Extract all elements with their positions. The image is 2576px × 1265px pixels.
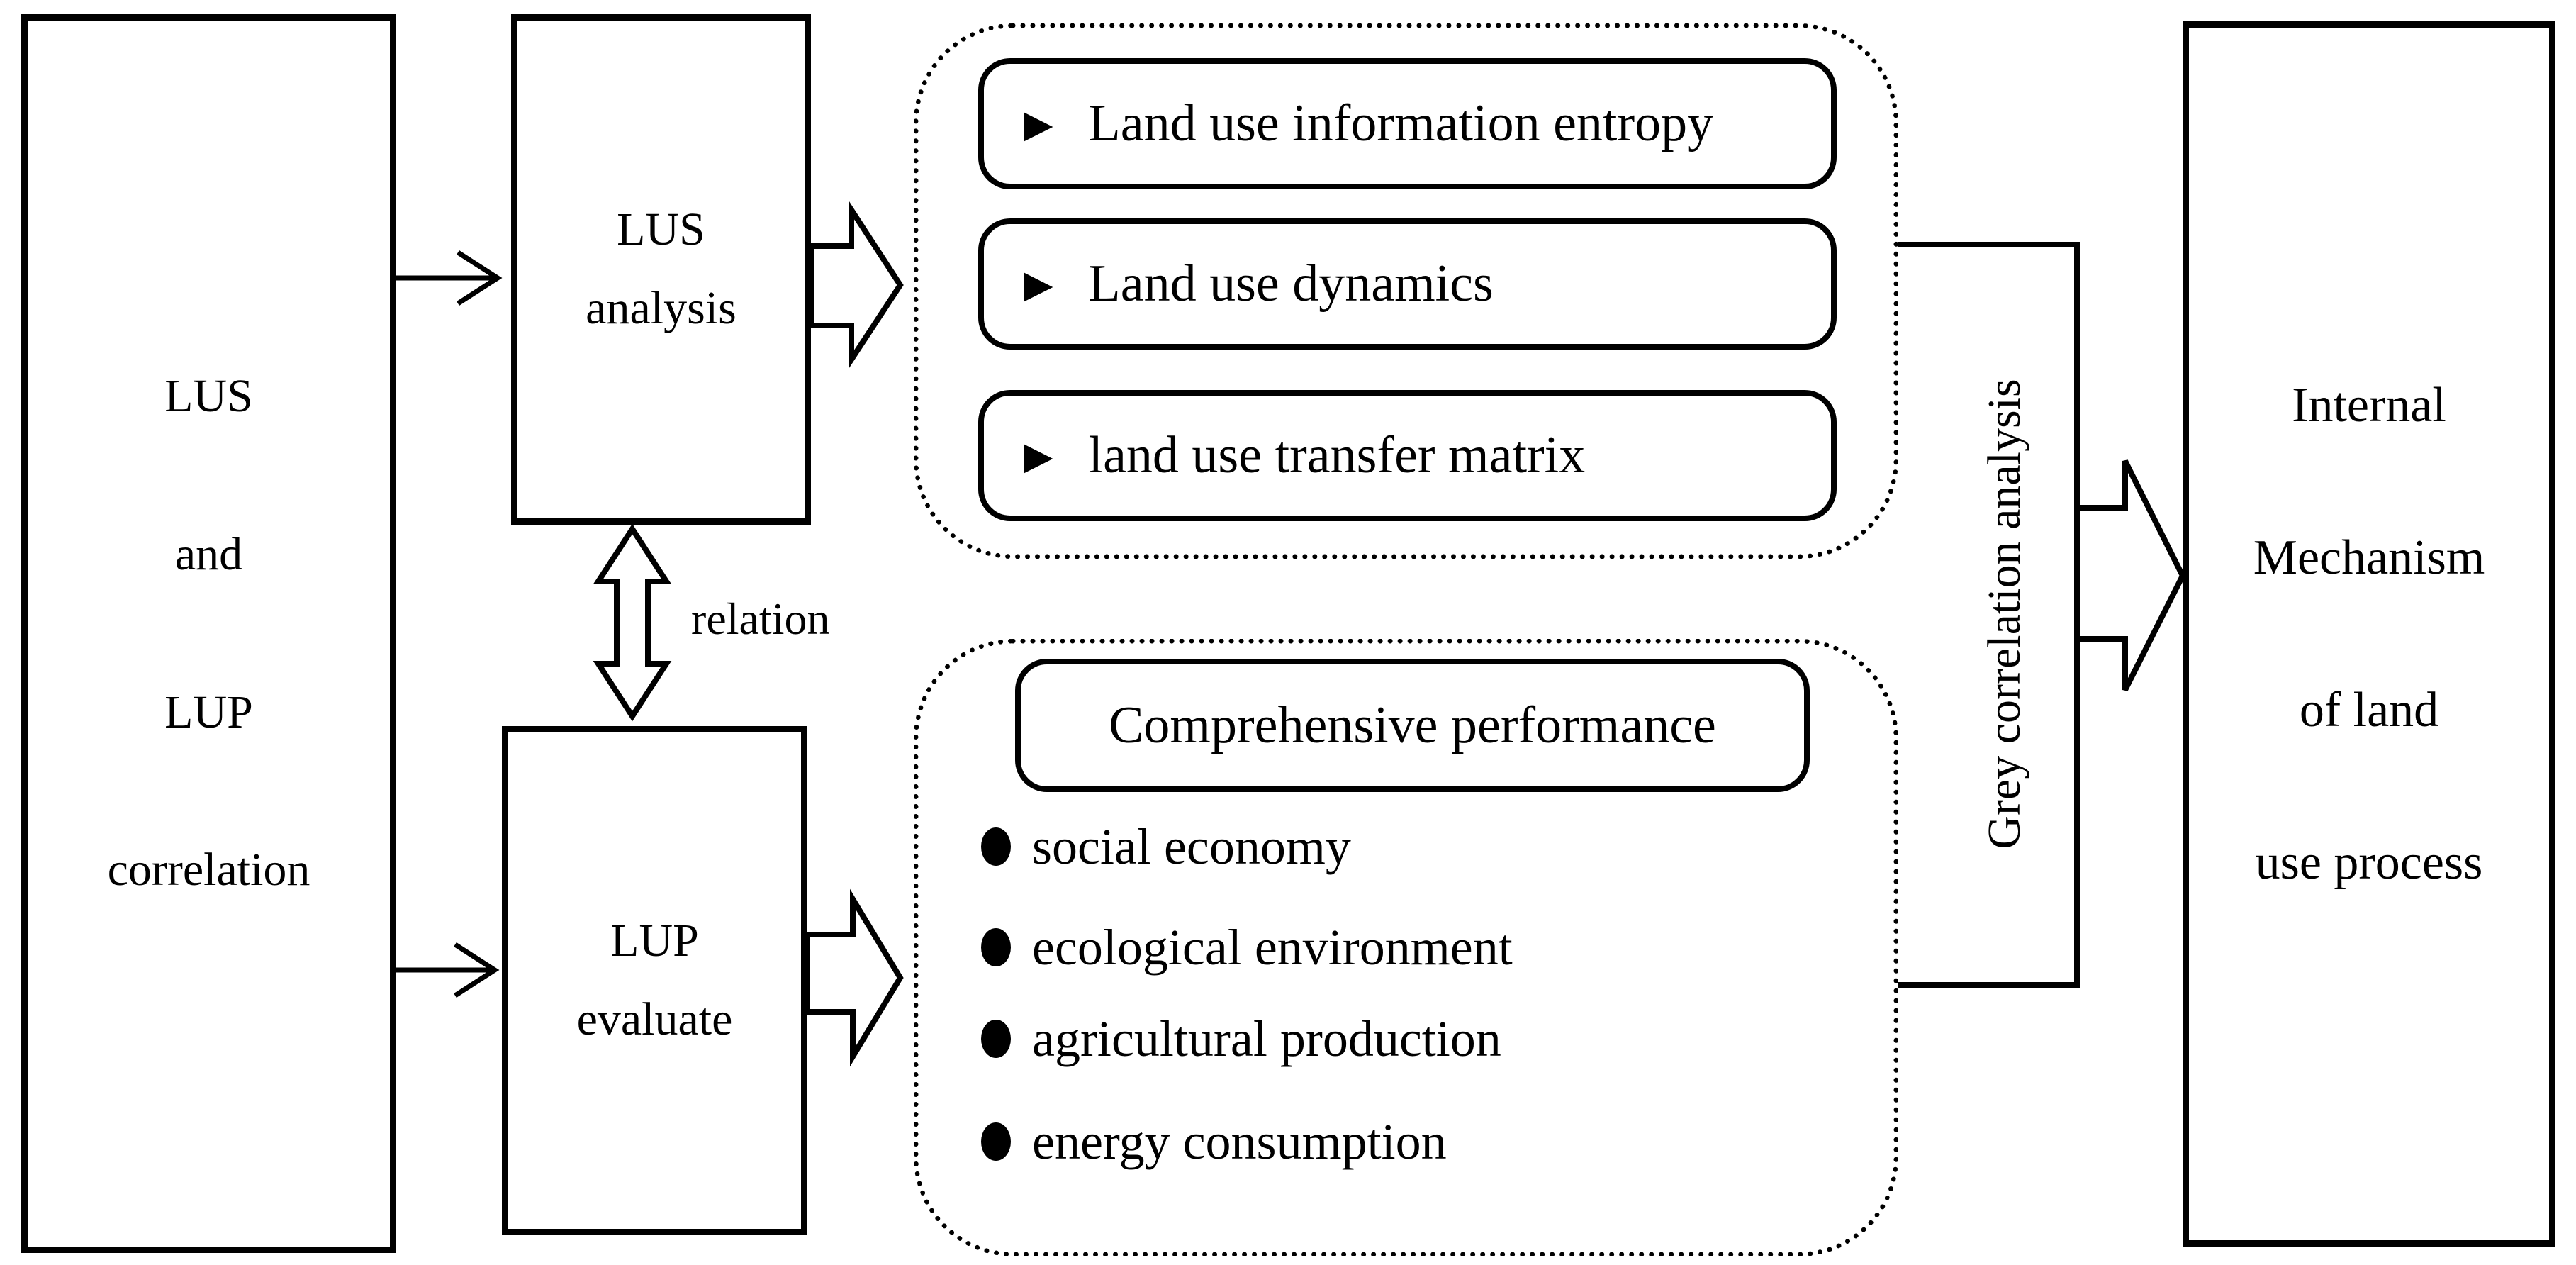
output-item-information-entropy: ▶ Land use information entropy: [978, 58, 1837, 189]
block-arrow-lus-to-outputs: [808, 200, 904, 369]
lus-analysis-line: LUS: [617, 204, 705, 256]
left-box-line: LUS: [164, 370, 253, 423]
triangle-bullet-icon: ▶: [1024, 101, 1053, 146]
internal-mechanism-box: Internal Mechanism of land use process: [2183, 21, 2555, 1247]
comprehensive-performance-header: Comprehensive performance: [1015, 659, 1810, 792]
lup-evaluate-line: evaluate: [576, 993, 733, 1045]
right-box-line: Mechanism: [2253, 530, 2485, 585]
arrow-left-to-lup-evaluate: [396, 942, 500, 998]
list-item-energy-consumption: energy consumption: [981, 1112, 1447, 1171]
circle-bullet-icon: [981, 1020, 1011, 1058]
right-box-line: use process: [2255, 835, 2483, 890]
circle-bullet-icon: [981, 827, 1011, 866]
lus-analysis-line: analysis: [586, 282, 737, 334]
lup-evaluate-box: LUP evaluate: [502, 726, 807, 1235]
list-item-label: energy consumption: [1032, 1113, 1447, 1170]
block-arrow-to-internal-mechanism: [2074, 459, 2186, 691]
output-item-transfer-matrix: ▶ land use transfer matrix: [978, 390, 1837, 521]
lup-evaluate-line: LUP: [610, 915, 699, 967]
left-box-line: and: [174, 528, 243, 580]
output-item-label: land use transfer matrix: [1088, 426, 1586, 484]
circle-bullet-icon: [981, 1122, 1011, 1161]
output-item-land-use-dynamics: ▶ Land use dynamics: [978, 218, 1837, 350]
list-item-agricultural-production: agricultural production: [981, 1009, 1501, 1069]
lus-lup-correlation-box: LUS and LUP correlation: [21, 14, 396, 1253]
output-item-label: Land use information entropy: [1088, 94, 1714, 152]
comprehensive-performance-label: Comprehensive performance: [1109, 696, 1716, 754]
right-box-line: of land: [2299, 683, 2439, 737]
lus-analysis-box: LUS analysis: [511, 14, 811, 525]
arrow-left-to-lus-analysis: [396, 250, 503, 306]
list-item-ecological-environment: ecological environment: [981, 918, 1513, 977]
list-item-label: agricultural production: [1032, 1010, 1501, 1067]
block-arrow-lup-to-outputs: [805, 888, 904, 1067]
double-arrow-relation: [593, 523, 672, 722]
list-item-label: social economy: [1032, 818, 1351, 875]
list-item-social-economy: social economy: [981, 817, 1351, 876]
left-box-line: correlation: [107, 844, 310, 896]
triangle-bullet-icon: ▶: [1024, 433, 1053, 478]
relation-label: relation: [691, 594, 830, 644]
output-item-label: Land use dynamics: [1088, 255, 1494, 313]
right-box-line: Internal: [2292, 378, 2446, 433]
grey-correlation-analysis-label: Grey correlation analysis: [1978, 379, 2030, 849]
list-item-label: ecological environment: [1032, 919, 1513, 976]
triangle-bullet-icon: ▶: [1024, 261, 1053, 306]
circle-bullet-icon: [981, 928, 1011, 966]
left-box-line: LUP: [164, 686, 253, 738]
